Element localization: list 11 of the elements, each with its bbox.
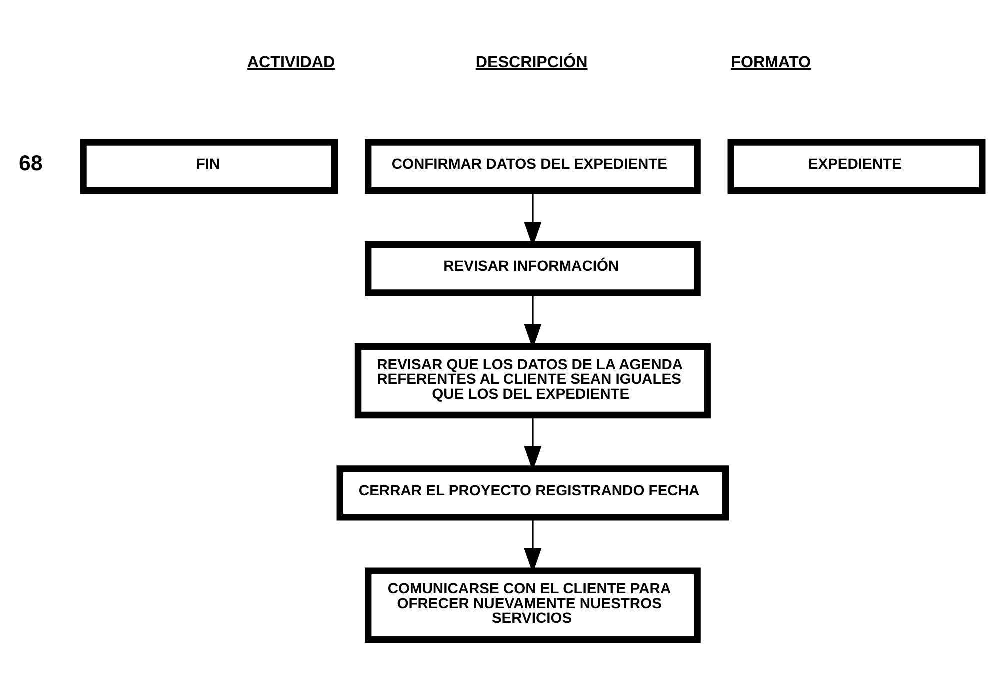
label: ACTIVIDAD xyxy=(247,53,336,72)
node-box: REVISAR INFORMACIÓN xyxy=(364,241,701,296)
node-box: EXPEDIENTE xyxy=(728,139,986,194)
node-box: CERRAR EL PROYECTO REGISTRANDO FECHA xyxy=(336,466,730,521)
node-box: COMUNICARSE CON EL CLIENTE PARA OFRECER NUEVAMENTE NUESTROS SERVICIOS xyxy=(364,568,701,643)
label: FORMATO xyxy=(731,53,812,72)
node-box: CONFIRMAR DATOS DEL EXPEDIENTE xyxy=(364,139,701,194)
node-box: REVISAR QUE LOS DATOS DE LA AGENDA REFERENTES AL CLIENTE SEAN IGUALES QUE LOS DEL EXPEDIENTE xyxy=(354,343,711,419)
label: DESCRIPCIÓN xyxy=(476,53,588,72)
node-label: 68 xyxy=(19,151,43,176)
node-box: FIN xyxy=(80,139,338,194)
